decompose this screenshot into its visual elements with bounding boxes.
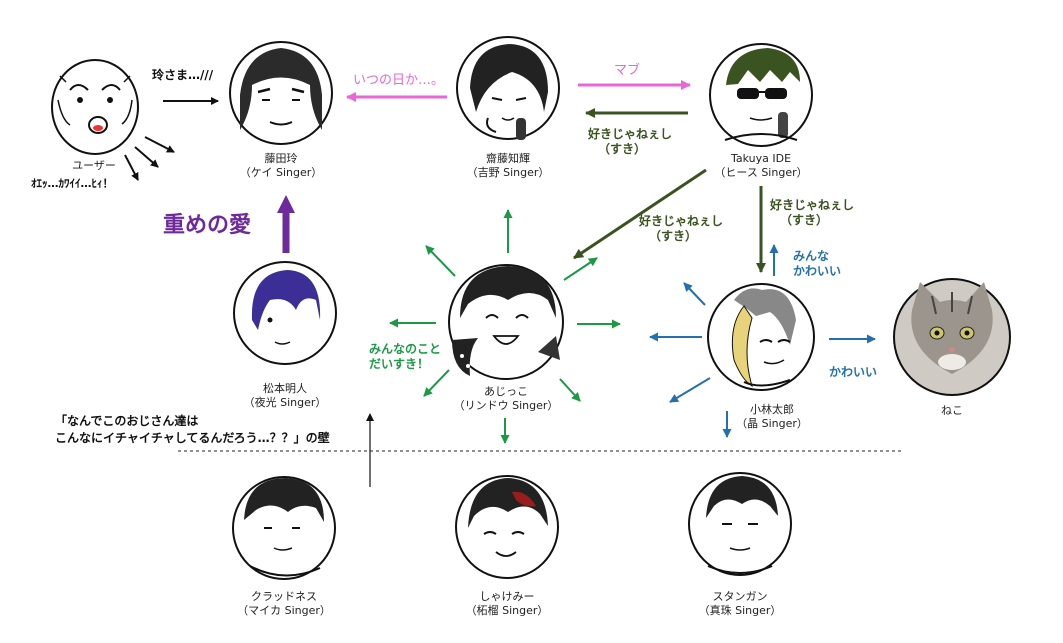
ide-portrait[interactable] [709, 43, 813, 147]
stungun-name-label: スタンガン （真珠 Singer） [685, 590, 795, 618]
fujita-portrait[interactable] [229, 41, 333, 145]
kobayashi-name: 小林太郎 [750, 403, 794, 416]
kobayashi-portrait[interactable] [707, 283, 815, 391]
clad-name-label: クラッドネス （マイカ Singer） [229, 590, 339, 618]
ajikko-role: （リンドウ Singer） [453, 399, 559, 412]
kobayashi-role: （晶 Singer） [736, 417, 808, 430]
note-minnanokoto: みんなのこと だいすき！ [369, 342, 442, 371]
note-minna-kawaii: みんな かわいい [793, 249, 842, 278]
saito-name: 齋藤知輝 [486, 152, 530, 165]
matsumoto-role: （夜光 Singer） [243, 396, 327, 409]
ajikko-name: あじっこ [484, 385, 528, 398]
note-kawaii: かわいい [829, 365, 878, 379]
kobayashi-name-label: 小林太郎 （晶 Singer） [722, 403, 822, 431]
neko-name-label: ねこ [941, 404, 963, 417]
stungun-portrait[interactable] [688, 472, 792, 576]
fujita-name: 藤田玲 [264, 152, 298, 165]
ide-to-ajikko-arrow [573, 168, 707, 260]
note-sukija-1: 好きじゃねぇし （すき） [588, 127, 673, 156]
user-shock-arrow-1 [144, 136, 175, 153]
user-shock-arrow-3 [124, 154, 139, 181]
note-reisama: 玲さま…/// [152, 68, 214, 82]
saito-portrait[interactable] [456, 36, 560, 140]
kobayashi-arrows [649, 244, 876, 438]
note-sukija-3: 好きじゃねぇし （すき） [770, 198, 855, 227]
shakemi-portrait[interactable] [455, 475, 559, 579]
clad-name: クラッドネス [251, 590, 317, 603]
neko-portrait[interactable] [893, 278, 1011, 396]
ajikko-name-label: あじっこ （リンドウ Singer） [446, 385, 566, 413]
ide-role: （ヒース Singer） [714, 166, 808, 179]
fujita-name-label: 藤田玲 （ケイ Singer） [231, 152, 331, 180]
ajikko-burst-arrows [389, 209, 621, 444]
note-omeno-ai: 重めの愛 [163, 213, 252, 238]
ide-name: Takuya IDE [730, 152, 792, 165]
ajikko-portrait[interactable] [448, 264, 564, 380]
saito-role: （吉野 Singer） [466, 166, 550, 179]
note-mabu: マブ [614, 63, 641, 78]
user-shock-arrow-2 [134, 146, 159, 168]
matsumoto-portrait[interactable] [233, 261, 337, 365]
ide-name-label: Takuya IDE （ヒース Singer） [706, 152, 816, 180]
note-wall: 「なんでこのおじさん達は こんなにイチャイチャしてるんだろう…？？」の壁 [55, 414, 330, 445]
clad-portrait[interactable] [232, 476, 336, 580]
note-itsunohika: いつの日か…。 [353, 73, 445, 88]
saito-name-label: 齋藤知輝 （吉野 Singer） [453, 152, 563, 180]
note-sukija-2: 好きじゃねぇし （すき） [639, 214, 724, 243]
fujita-role: （ケイ Singer） [239, 166, 323, 179]
user-name-label: ユーザー [72, 159, 116, 172]
shakemi-role: （柘榴 Singer） [465, 604, 549, 617]
stungun-role: （真珠 Singer） [698, 604, 782, 617]
matsumoto-name: 松本明人 [263, 382, 307, 395]
shakemi-name: しゃけみー [479, 590, 535, 603]
stungun-name: スタンガン [712, 590, 768, 603]
matsumoto-name-label: 松本明人 （夜光 Singer） [230, 382, 340, 410]
shakemi-name-label: しゃけみー （柘榴 Singer） [452, 590, 562, 618]
clad-role: （マイカ Singer） [237, 604, 331, 617]
note-oeh: ｵｴｯ…ｶﾜｲｲ…ﾋｨ！ [31, 177, 114, 190]
user-portrait[interactable] [51, 59, 139, 155]
